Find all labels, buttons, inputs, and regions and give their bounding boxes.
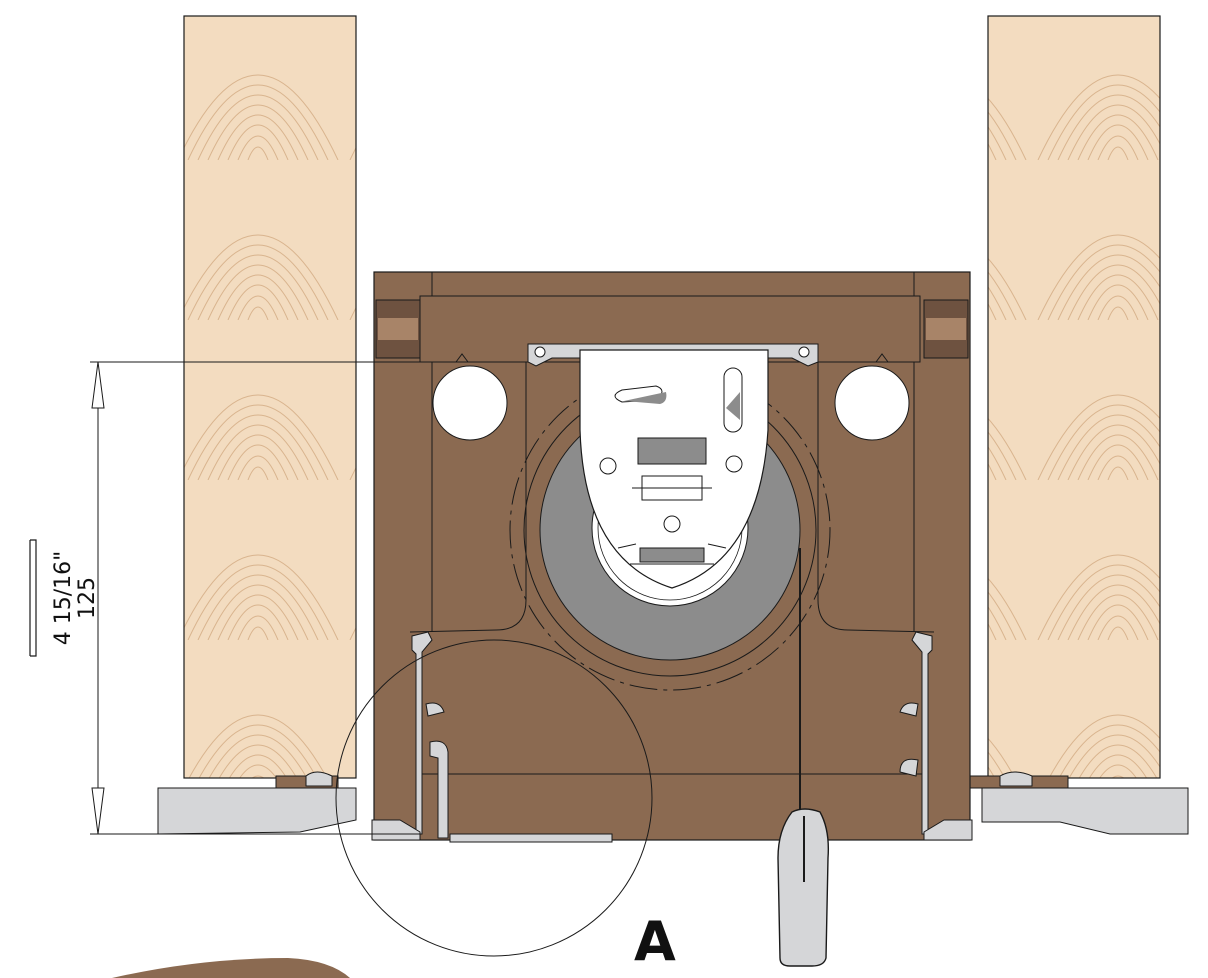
dimension-labels: 4 15/16" 125 (51, 551, 100, 646)
detail-label: A (634, 910, 676, 973)
dimension-imperial: 4 15/16" (51, 551, 76, 646)
partial-detail-shape (112, 958, 350, 978)
detail-circle-a (335, 639, 653, 957)
left-side-rail (371, 631, 613, 843)
right-mounting-hole (834, 365, 910, 441)
dimension-metric: 125 (75, 577, 100, 619)
dimension-bracket (30, 539, 37, 657)
right-sill-profile (967, 771, 1189, 835)
left-mounting-hole (432, 365, 508, 441)
pull-cord (777, 548, 830, 967)
right-side-rail (899, 631, 973, 841)
left-wood-jamb (183, 15, 357, 779)
right-wood-jamb (987, 15, 1161, 779)
height-dimension (90, 361, 420, 835)
left-sill-profile (157, 771, 357, 835)
mounting-bracket (579, 349, 769, 589)
